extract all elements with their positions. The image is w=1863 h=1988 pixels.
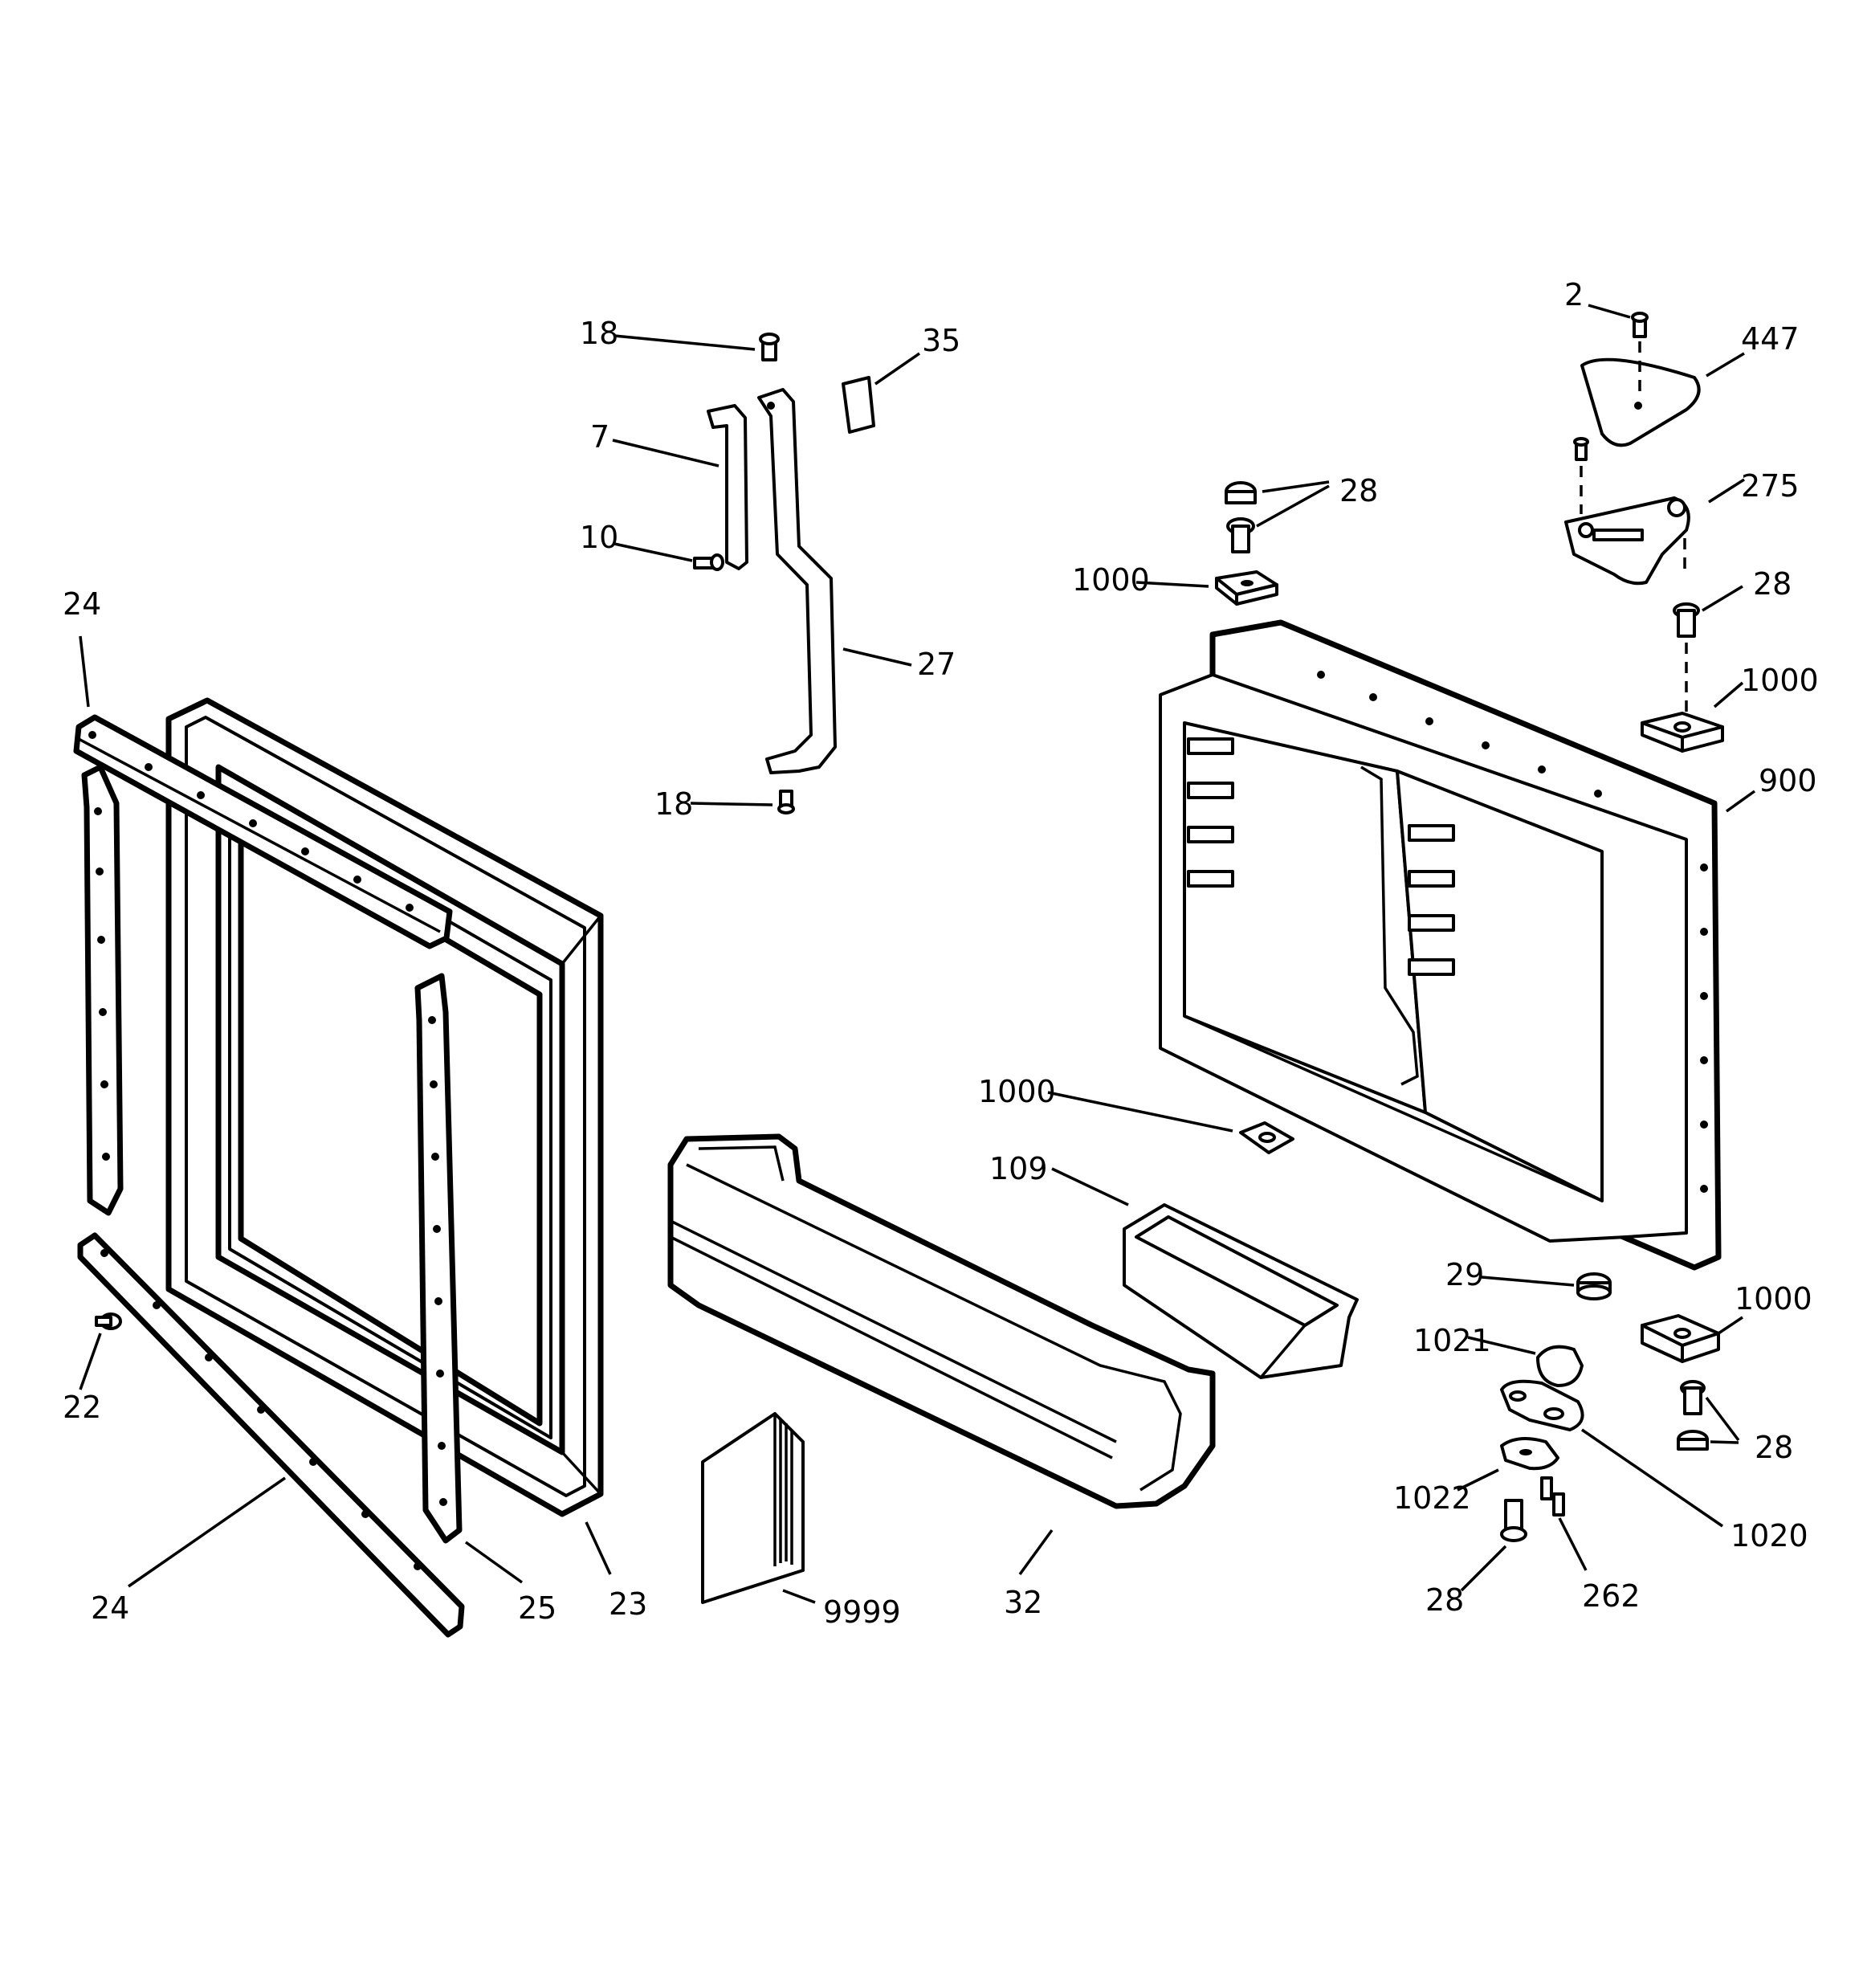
pin-part-28-c — [1680, 1380, 1706, 1415]
top-rail-part-24 — [73, 714, 453, 949]
left-rail-part-24 — [81, 764, 124, 1216]
screw-part-18-bottom — [777, 790, 795, 814]
callout-24-top: 24 — [63, 586, 101, 622]
hinge-cover-part-447 — [1580, 357, 1701, 447]
callout-28-c: 28 — [1755, 1430, 1793, 1465]
callout-28-d: 28 — [1425, 1582, 1464, 1618]
hinge-part-275 — [1564, 496, 1690, 586]
callout-275: 275 — [1741, 468, 1800, 504]
screw-part-18-top — [759, 333, 780, 361]
screw-part-275-pin — [1573, 437, 1589, 461]
pin-part-28-b — [1673, 602, 1700, 638]
callout-1020: 1020 — [1731, 1518, 1808, 1553]
leader-lines — [79, 304, 1756, 1604]
callout-28-a: 28 — [1339, 473, 1378, 508]
screw-part-22 — [95, 1312, 122, 1330]
screw-part-262 — [1540, 1476, 1565, 1517]
callout-900: 900 — [1759, 763, 1817, 798]
callout-24-bottom: 24 — [91, 1590, 129, 1626]
callout-labels: 18 35 7 10 27 18 24 22 24 25 23 9999 32 … — [63, 277, 1819, 1630]
callout-23: 23 — [609, 1586, 647, 1622]
cam-part-1021 — [1536, 1345, 1584, 1387]
callout-32: 32 — [1004, 1585, 1042, 1620]
callout-7: 7 — [590, 419, 609, 455]
callout-1021: 1021 — [1413, 1323, 1491, 1358]
callout-27: 27 — [917, 647, 956, 682]
door-shelf-part-32 — [667, 1133, 1216, 1509]
callout-25: 25 — [518, 1590, 556, 1626]
callout-1000-b: 1000 — [1741, 663, 1819, 698]
clip-part-35 — [842, 376, 875, 434]
pin-part-28-d — [1500, 1499, 1527, 1542]
callout-18-bottom: 18 — [654, 786, 693, 822]
bracket-part-7 — [707, 404, 748, 570]
callout-22: 22 — [63, 1390, 101, 1425]
callout-29: 29 — [1445, 1257, 1484, 1292]
hinge-plate-part-1020 — [1500, 1379, 1584, 1431]
door-bin-part-109 — [1123, 1203, 1359, 1379]
shim-part-1000-c — [1239, 1121, 1294, 1154]
callout-18-top: 18 — [580, 316, 618, 351]
bushing-part-29 — [1576, 1272, 1612, 1300]
shim-part-1000-d — [1641, 1314, 1720, 1363]
callout-109: 109 — [989, 1151, 1048, 1186]
callout-2: 2 — [1564, 277, 1584, 312]
callout-1000-a: 1000 — [1072, 562, 1150, 598]
callout-10: 10 — [580, 520, 618, 555]
pin-part-28-a — [1226, 517, 1255, 553]
screw-part-10 — [693, 553, 724, 571]
callout-262: 262 — [1582, 1578, 1641, 1614]
callout-447: 447 — [1741, 321, 1800, 357]
callout-1022: 1022 — [1393, 1480, 1471, 1516]
callout-9999: 9999 — [823, 1594, 901, 1630]
callout-28-b: 28 — [1753, 566, 1792, 602]
bushing-part-28-a — [1225, 481, 1257, 504]
callout-1000-d: 1000 — [1735, 1281, 1812, 1316]
bushing-part-28-c — [1677, 1430, 1709, 1451]
screw-part-2 — [1631, 312, 1649, 338]
handle-bracket-part-27 — [757, 388, 837, 774]
bottom-rail-part-24 — [77, 1232, 465, 1638]
callout-35: 35 — [922, 323, 960, 358]
door-liner-part-900 — [1159, 619, 1722, 1271]
hinge-plate-part-1022 — [1500, 1437, 1559, 1471]
booklet-part-9999 — [701, 1412, 805, 1604]
shim-part-1000-b — [1641, 712, 1724, 753]
right-rail-part-25 — [414, 973, 463, 1544]
shim-part-1000-a — [1215, 570, 1278, 606]
callout-1000-c: 1000 — [978, 1074, 1056, 1109]
